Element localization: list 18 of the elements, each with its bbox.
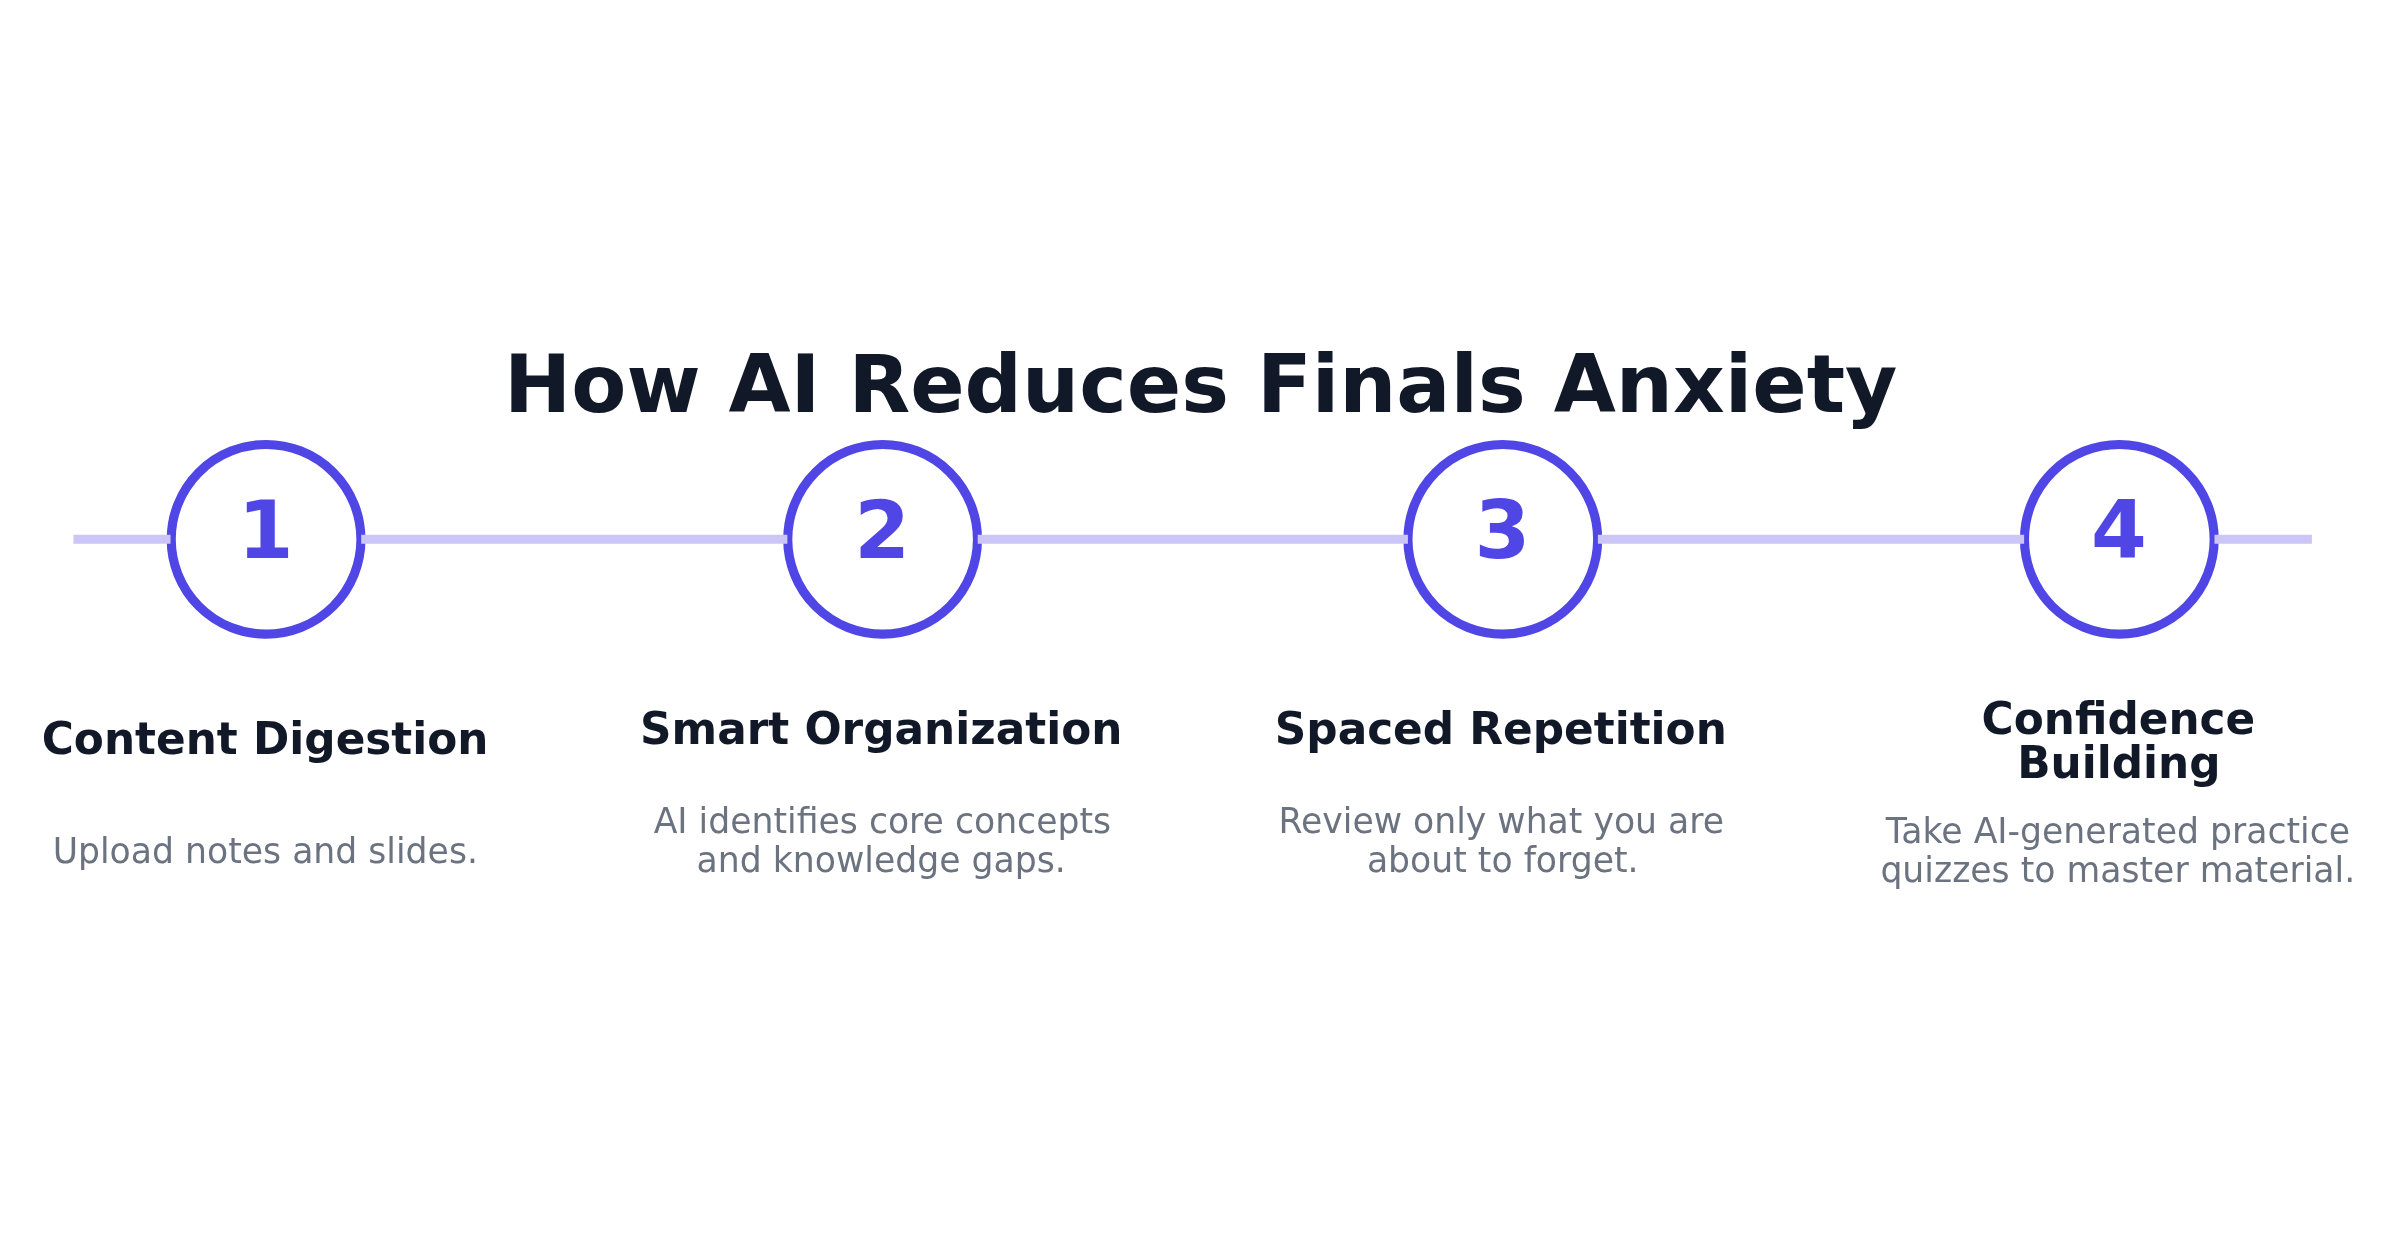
connector xyxy=(2214,534,2312,544)
diagram-title: How AI Reduces Finals Anxiety xyxy=(504,337,1898,431)
node-label: Content Digestion xyxy=(41,712,489,764)
node-label: Review only what you are about to forget. xyxy=(1278,800,1725,880)
node-label: Smart Organization xyxy=(640,702,1123,754)
node-label: Confidence Building xyxy=(1981,692,2256,788)
node-label: Take AI-generated practice quizzes to master material. xyxy=(1880,810,2356,890)
connector xyxy=(73,534,171,544)
node-circle: 1 xyxy=(166,439,366,639)
node-label: Spaced Repetition xyxy=(1274,702,1727,754)
node-label: Upload notes and slides. xyxy=(52,830,478,871)
node-circle: 2 xyxy=(783,439,982,639)
connector xyxy=(977,534,1408,544)
connector xyxy=(1597,534,2025,544)
node-circle: 3 xyxy=(1403,439,1603,639)
node-label: AI identifies core concepts and knowledge gaps. xyxy=(653,800,1112,880)
node-circle: 4 xyxy=(2019,439,2219,639)
connector xyxy=(361,534,788,544)
